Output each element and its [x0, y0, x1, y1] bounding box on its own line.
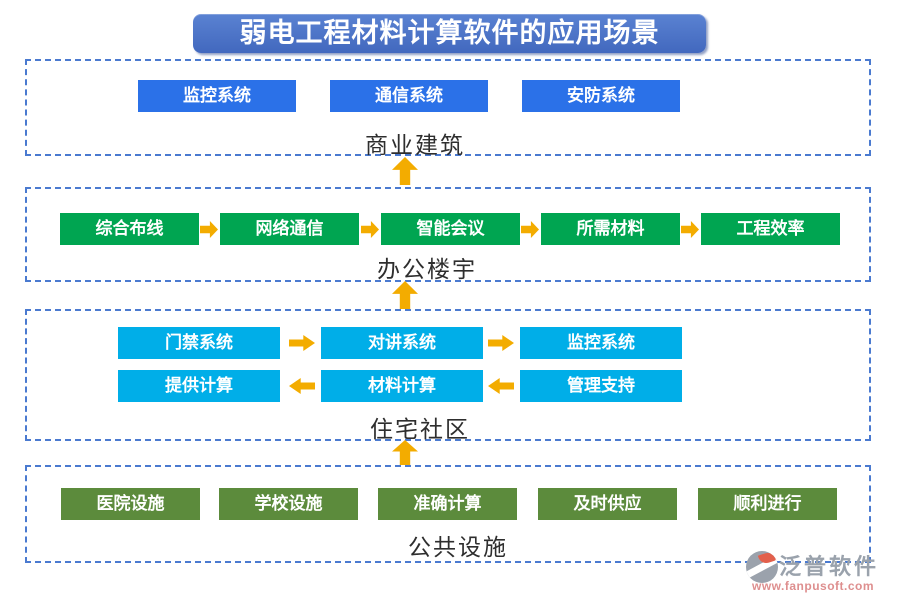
section-office-buildings: [25, 187, 871, 282]
public-item-hospital: 医院设施: [61, 488, 200, 520]
page-title: 弱电工程材料计算软件的应用场景: [193, 14, 706, 53]
section-label-residential: 住宅社区: [370, 417, 470, 442]
residential-item-access: 门禁系统: [118, 327, 280, 359]
section-public-facilities: [25, 465, 871, 563]
up-arrow-icon: [392, 281, 418, 309]
public-item-timely-supply: 及时供应: [538, 488, 677, 520]
watermark-brand: 泛普软件: [779, 554, 880, 579]
residential-item-material-calc: 材料计算: [321, 370, 483, 402]
residential-item-intercom: 对讲系统: [321, 327, 483, 359]
section-label-commercial: 商业建筑: [365, 133, 465, 158]
fanpu-logo-icon: [746, 551, 778, 583]
up-arrow-icon: [392, 157, 418, 185]
commercial-item-monitoring: 监控系统: [138, 80, 296, 112]
public-item-school: 学校设施: [219, 488, 358, 520]
residential-item-monitoring: 监控系统: [520, 327, 682, 359]
office-item-meeting: 智能会议: [381, 213, 520, 245]
commercial-item-security: 安防系统: [522, 80, 680, 112]
public-item-smooth-progress: 顺利进行: [698, 488, 837, 520]
watermark-url: www.fanpusoft.com: [752, 579, 875, 593]
office-item-cabling: 综合布线: [60, 213, 199, 245]
section-label-office: 办公楼宇: [377, 257, 477, 282]
office-item-network: 网络通信: [220, 213, 359, 245]
residential-item-mgmt-support: 管理支持: [520, 370, 682, 402]
office-item-efficiency: 工程效率: [701, 213, 840, 245]
public-item-accurate-calc: 准确计算: [378, 488, 517, 520]
office-item-materials: 所需材料: [541, 213, 680, 245]
section-residential-community: [25, 309, 871, 441]
residential-item-provide-calc: 提供计算: [118, 370, 280, 402]
section-label-public: 公共设施: [408, 535, 508, 560]
section-commercial-buildings: [25, 59, 871, 156]
commercial-item-communication: 通信系统: [330, 80, 488, 112]
